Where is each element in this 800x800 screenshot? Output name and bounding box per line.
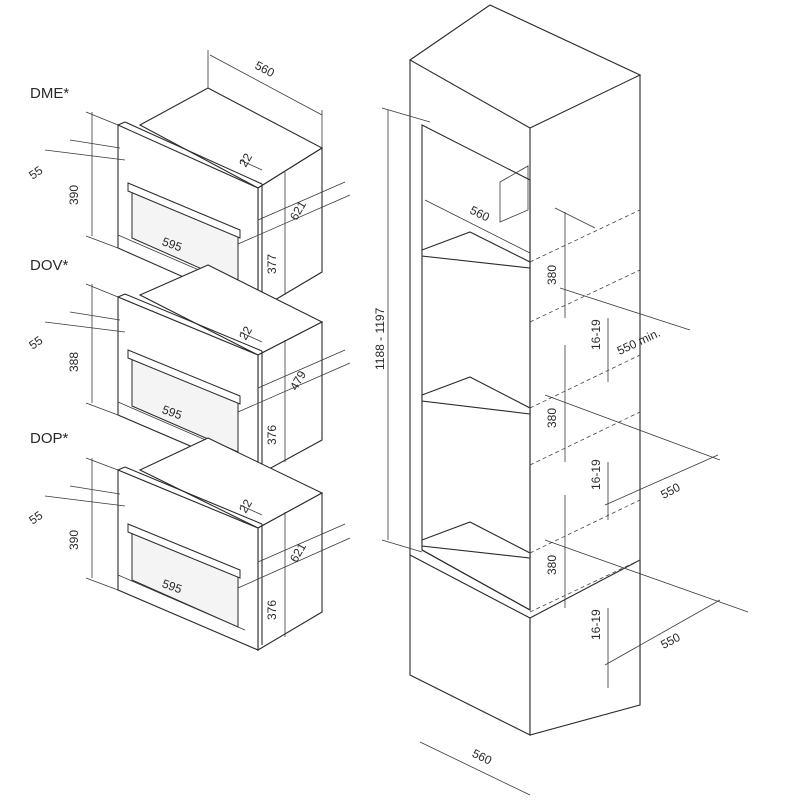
cabinet-niche-1-height: 380 <box>545 265 559 285</box>
cabinet-total-height: 1188 - 1197 <box>373 307 387 370</box>
cabinet-niche-2-gap: 16-19 <box>589 459 603 490</box>
cabinet-niche-3-height: 380 <box>545 555 559 575</box>
cabinet-vent <box>499 165 529 223</box>
dov-label: DOV* <box>30 257 69 274</box>
dme-body-height: 377 <box>265 254 279 274</box>
dov-handle <box>127 349 241 405</box>
cabinet-shelf-1 <box>421 231 531 269</box>
tall-cabinet: 1188 - 1197 560 380 16-19 550 min. 380 1… <box>373 4 749 796</box>
dme-front-height: 390 <box>67 185 81 205</box>
appliance-dme: DME* 560 55 390 22 621 377 595 <box>26 50 351 311</box>
dop-side-offset: 55 <box>26 508 45 527</box>
dop-body-height: 376 <box>265 600 279 620</box>
cabinet-niche-3-gap: 16-19 <box>589 609 603 640</box>
dov-front-depth: 22 <box>236 324 255 343</box>
appliance-dov: DOV* 55 388 22 479 376 595 <box>26 257 351 476</box>
dop-label: DOP* <box>30 430 69 447</box>
dme-top-depth: 560 <box>253 58 278 80</box>
cabinet-top <box>408 4 642 129</box>
dov-front-height: 388 <box>67 352 81 372</box>
cabinet-niche-1-gap: 16-19 <box>589 319 603 350</box>
dme-width: 595 <box>160 234 184 254</box>
dov-side-offset: 55 <box>26 333 45 352</box>
cabinet-niche-2-height: 380 <box>545 408 559 428</box>
dme-handle <box>127 182 241 239</box>
dop-front-height: 390 <box>67 530 81 550</box>
dop-front-depth: 22 <box>236 497 255 516</box>
cabinet-niche-1-depth: 550 min. <box>615 326 663 358</box>
cabinet-base-width: 560 <box>470 746 494 768</box>
dop-handle <box>127 523 241 579</box>
dov-body-height: 376 <box>265 425 279 445</box>
dop-width: 595 <box>160 576 184 596</box>
cabinet-shelf-3 <box>421 521 531 559</box>
dme-front-depth: 22 <box>236 151 255 170</box>
dme-side-offset: 55 <box>26 163 45 182</box>
cabinet-base-side <box>529 559 641 736</box>
cabinet-niche-2-depth: 550 <box>658 480 683 502</box>
dov-width: 595 <box>160 402 184 422</box>
appliance-dop: DOP* 55 390 22 621 376 595 <box>26 430 351 651</box>
dme-label: DME* <box>30 85 69 102</box>
cabinet-shelf-2 <box>421 376 531 415</box>
